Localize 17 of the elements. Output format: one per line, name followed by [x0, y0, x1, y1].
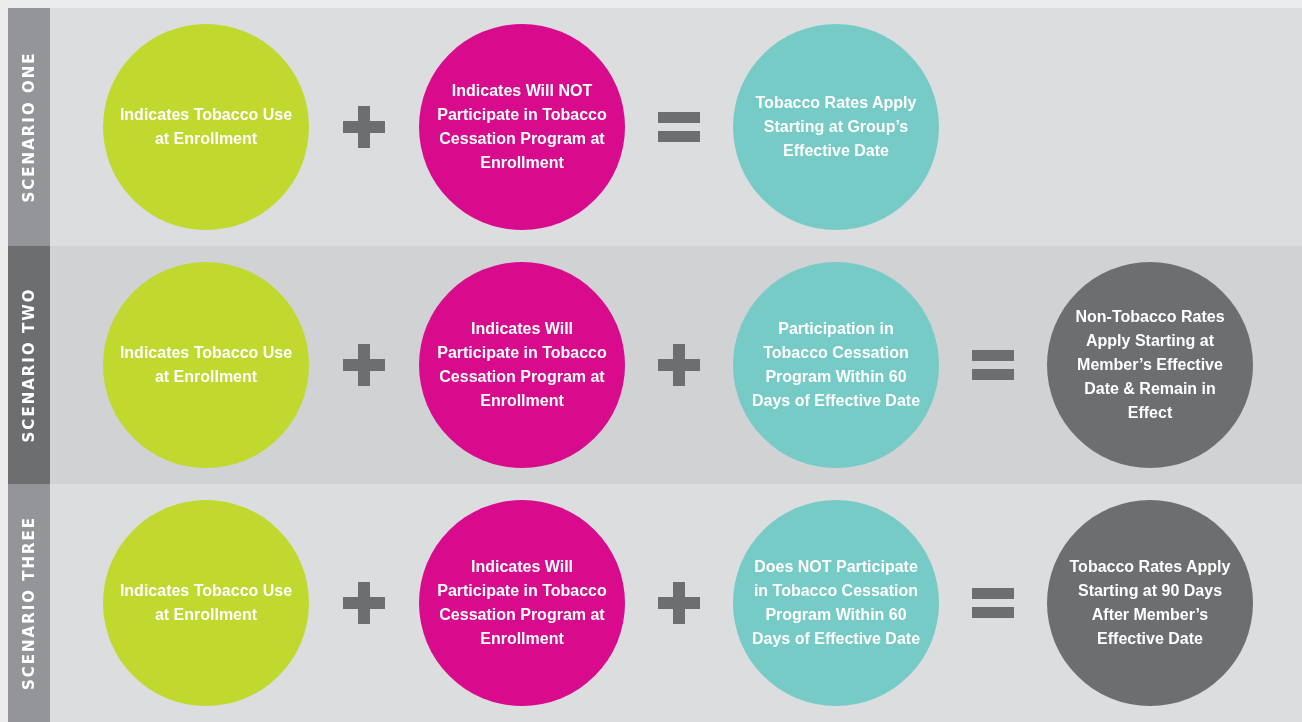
circle-text: Participation in Tobacco Cessation Program Within 60 Days of Effective Date [750, 319, 922, 411]
scenario-label: SCENARIO ONE [20, 51, 38, 203]
circle-text: Indicates Tobacco Use at Enrollment [118, 105, 294, 149]
circle-text: Indicates Will NOT Participate in Tobacco Cessation Program at Enrollment [436, 81, 608, 173]
scenario-label: SCENARIO TWO [20, 287, 38, 443]
scenario-band [8, 246, 1302, 484]
scenario-band [8, 484, 1302, 722]
circle-text: Tobacco Rates Apply Starting at 90 Days After Member’s Effective Date [1068, 557, 1232, 649]
scenario-band [8, 8, 1302, 246]
circle-text: Does NOT Participate in Tobacco Cessation Program Within 60 Days of Effective Date [750, 557, 922, 649]
circle-text: Tobacco Rates Apply Starting at Group’s Effective Date [754, 93, 918, 161]
scenario-label: SCENARIO THREE [20, 515, 38, 691]
circle-text: Indicates Tobacco Use at Enrollment [118, 581, 294, 625]
circle-text: Non-Tobacco Rates Apply Starting at Member’s Effective Date & Remain in Effect [1074, 307, 1226, 423]
circle-text: Indicates Will Participate in Tobacco Cessation Program at Enrollment [436, 319, 608, 411]
circle-text: Indicates Will Participate in Tobacco Cessation Program at Enrollment [436, 557, 608, 649]
circle-text: Indicates Tobacco Use at Enrollment [118, 343, 294, 387]
